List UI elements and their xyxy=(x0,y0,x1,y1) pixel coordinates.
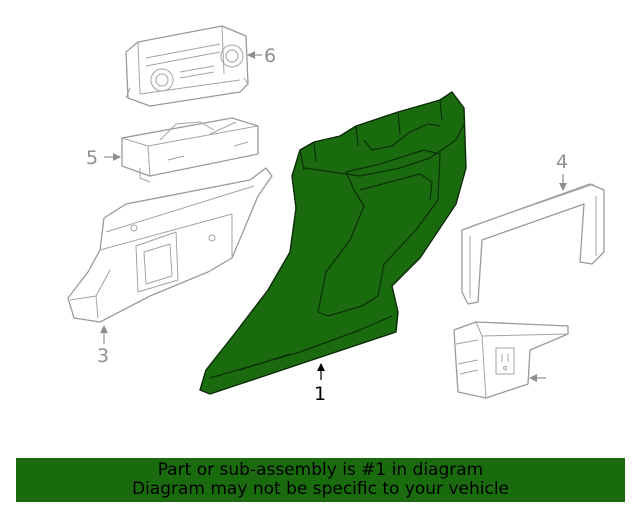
callout-4-label: 5 xyxy=(86,147,98,169)
callout-3-label: 4 xyxy=(556,151,568,173)
part-3-trim-bezel xyxy=(461,183,605,305)
part-4-module xyxy=(121,117,259,183)
callout-2: 3 xyxy=(97,325,109,367)
callout-5: 6 xyxy=(247,45,276,67)
callout-4: 5 xyxy=(86,147,121,169)
callout-1-label: 1 xyxy=(314,383,326,405)
callout-3: 4 xyxy=(556,151,568,191)
banner-line-disclaimer: Diagram may not be specific to your vehi… xyxy=(131,479,509,499)
parts-diagram: 6 5 4 3 1 xyxy=(67,25,605,405)
part-1-console-panel xyxy=(199,91,467,395)
banner-line-part: Part or sub-assembly is #1 in diagram xyxy=(157,460,484,480)
part-info-banner: Part or sub-assembly is #1 in diagram Di… xyxy=(16,458,625,502)
callout-2-label: 3 xyxy=(97,345,109,367)
callout-5-label: 6 xyxy=(264,45,276,67)
part-2-side-bracket xyxy=(67,167,273,323)
part-6-power-outlet xyxy=(453,321,569,399)
callout-1: 1 xyxy=(314,363,326,405)
part-5-climate-control xyxy=(125,25,249,107)
